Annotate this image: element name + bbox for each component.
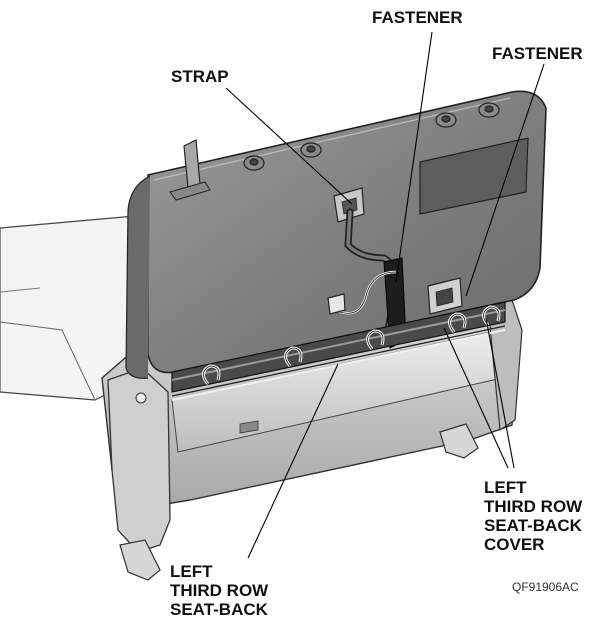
hinge-rod	[171, 301, 506, 401]
leader-lines	[225, 31, 545, 559]
label-strap: STRAP	[171, 67, 229, 86]
label-fastener-top: FASTENER	[372, 8, 463, 27]
seat-back-recess	[419, 137, 529, 215]
cord-clip	[327, 293, 346, 315]
label-seat-back-cover: LEFT THIRD ROW SEAT-BACK COVER	[484, 478, 583, 554]
figure-code: QF91906AC	[512, 580, 579, 594]
label-seat-back: LEFT THIRD ROW SEAT-BACK	[170, 562, 269, 619]
top-knobs	[243, 102, 500, 171]
label-fastener-right: FASTENER	[492, 44, 583, 63]
left-support-leg	[107, 367, 171, 553]
